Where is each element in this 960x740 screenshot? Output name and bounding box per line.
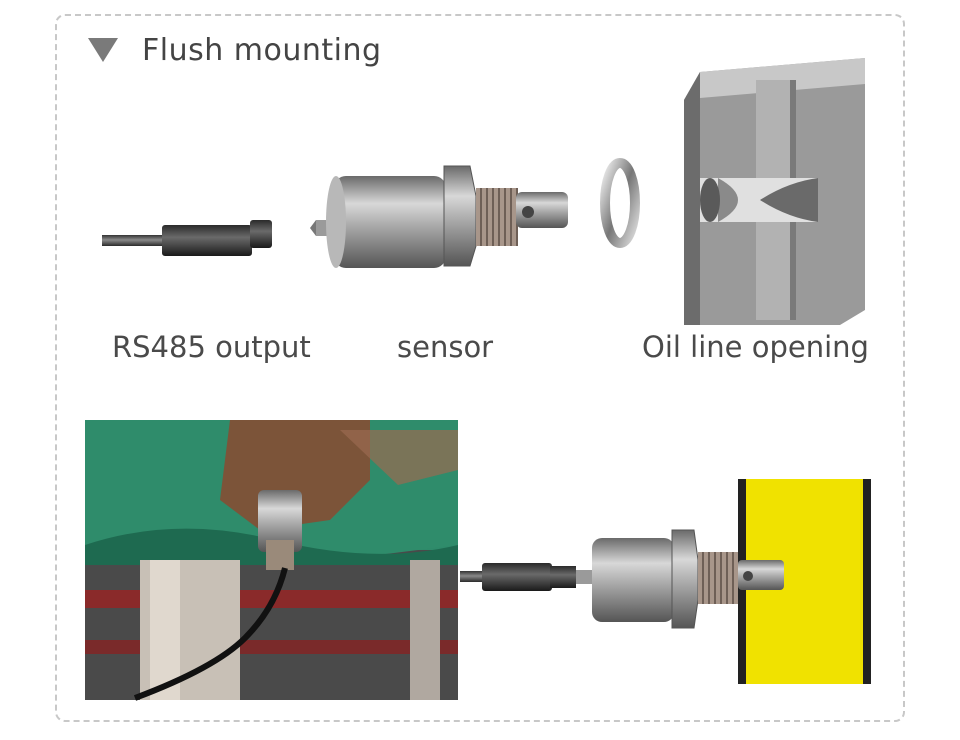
rs485-connector: [102, 220, 272, 256]
section-heading: Flush mounting: [88, 28, 382, 72]
wall-right-edge: [863, 479, 871, 684]
label-rs485-output: RS485 output: [112, 330, 311, 364]
content-frame: [55, 14, 905, 722]
sensor-illustration: [310, 165, 568, 268]
installation-photo: [85, 420, 458, 701]
assembled-diagram: [460, 479, 871, 684]
sealing-washer: [600, 158, 640, 248]
oil-line-block: [684, 58, 865, 325]
section-title: Flush mounting: [142, 32, 382, 68]
triangle-down-icon: [88, 38, 118, 62]
label-sensor: sensor: [397, 330, 494, 364]
label-oil-line-opening: Oil line opening: [642, 330, 869, 364]
